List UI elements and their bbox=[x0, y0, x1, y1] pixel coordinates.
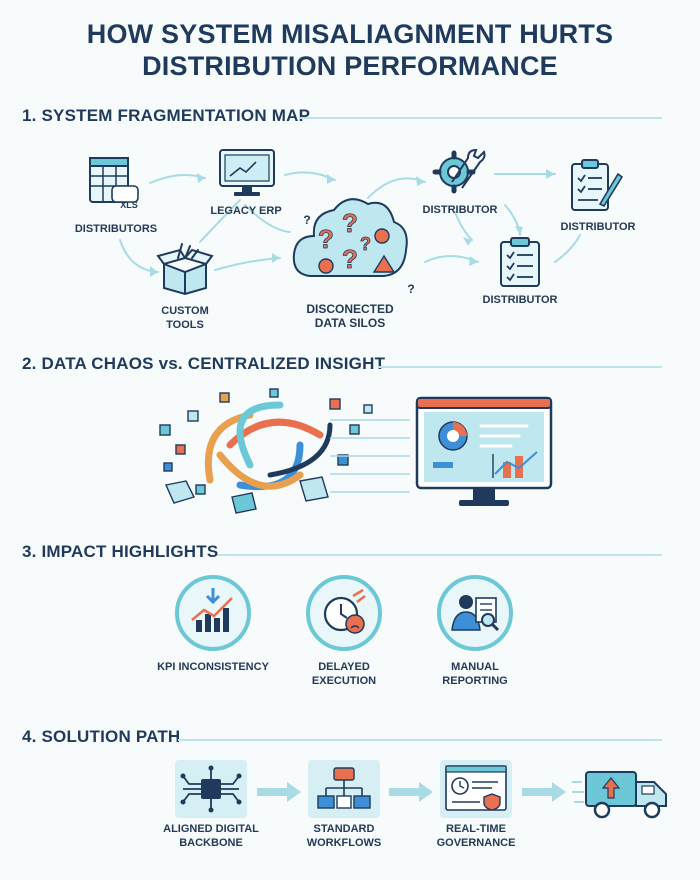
kpi-chart-icon bbox=[175, 575, 251, 651]
arrow-right-icon bbox=[257, 782, 301, 802]
question-mark-2: ? bbox=[407, 282, 415, 296]
impact-kpi-label: KPI INCONSISTENCY bbox=[157, 661, 269, 673]
clipboard-pen-icon bbox=[571, 159, 624, 211]
section-1-rule bbox=[300, 117, 662, 119]
section-3-heading: 3. IMPACT HIGHLIGHTS bbox=[22, 542, 219, 561]
monitor-icon bbox=[219, 149, 275, 196]
svg-text:?: ? bbox=[342, 208, 358, 238]
governance-dashboard-icon bbox=[440, 760, 512, 818]
fragmentation-arrows bbox=[119, 169, 581, 277]
dashboard-monitor-icon bbox=[415, 396, 553, 506]
solution-workflows-label: STANDARD WORKFLOWS bbox=[306, 823, 382, 849]
section-2-heading: 2. DATA CHAOS vs. CENTRALIZED INSIGHT bbox=[22, 354, 386, 373]
arrow-right-icon bbox=[522, 782, 566, 802]
workflow-icon bbox=[308, 760, 380, 818]
section-1-heading: 1. SYSTEM FRAGMENTATION MAP bbox=[22, 106, 311, 125]
page-title: HOW SYSTEM MISALIAGNMENT HURTS DISTRIBUT… bbox=[0, 18, 700, 82]
legacy-erp-label: LEGACY ERP bbox=[210, 205, 282, 217]
section-4-rule bbox=[178, 739, 662, 741]
impact-manual-label: MANUAL REPORTING bbox=[442, 661, 508, 687]
gear-wrench-icon bbox=[432, 148, 486, 194]
data-silos-cloud: ? ? ? ? bbox=[292, 198, 408, 277]
xls-label: XLS bbox=[120, 200, 138, 210]
question-mark-1: ? bbox=[303, 213, 311, 227]
data-chaos-cluster bbox=[159, 388, 373, 514]
title-line-1: HOW SYSTEM MISALIAGNMENT HURTS bbox=[86, 19, 614, 49]
solution-governance-label: REAL-TIME GOVERNANCE bbox=[436, 823, 516, 849]
spreadsheet-icon bbox=[89, 157, 139, 203]
arrow-right-icon bbox=[389, 782, 433, 802]
distributor-top-label: DISTRIBUTOR bbox=[422, 204, 498, 216]
silos-label: DISCONECTED DATA SILOS bbox=[306, 302, 394, 330]
section-2-rule bbox=[378, 366, 662, 368]
manual-reporting-icon bbox=[437, 575, 513, 651]
custom-tools-label: CUSTOM TOOLS bbox=[161, 305, 209, 331]
distributors-left-label: DISTRIBUTORS bbox=[74, 223, 158, 235]
section-3-rule bbox=[218, 554, 662, 556]
svg-text:?: ? bbox=[360, 234, 371, 254]
delivery-truck-icon bbox=[572, 771, 667, 819]
svg-text:?: ? bbox=[342, 244, 358, 274]
solution-backbone-label: ALIGNED DIGITAL BACKBONE bbox=[163, 823, 259, 849]
circuit-chip-icon bbox=[175, 760, 247, 818]
svg-text:?: ? bbox=[318, 224, 334, 254]
distributor-right-label: DISTRIBUTOR bbox=[560, 221, 636, 233]
section-4-heading: 4. SOLUTION PATH bbox=[22, 727, 181, 746]
distributor-bottom-label: DISTRIBUTOR bbox=[482, 294, 558, 306]
delayed-clock-icon bbox=[306, 575, 382, 651]
clipboard-checklist-icon bbox=[500, 237, 540, 287]
title-line-2: DISTRIBUTION PERFORMANCE bbox=[142, 51, 558, 81]
impact-delayed-label: DELAYED EXECUTION bbox=[311, 661, 377, 687]
open-box-icon bbox=[156, 243, 214, 296]
